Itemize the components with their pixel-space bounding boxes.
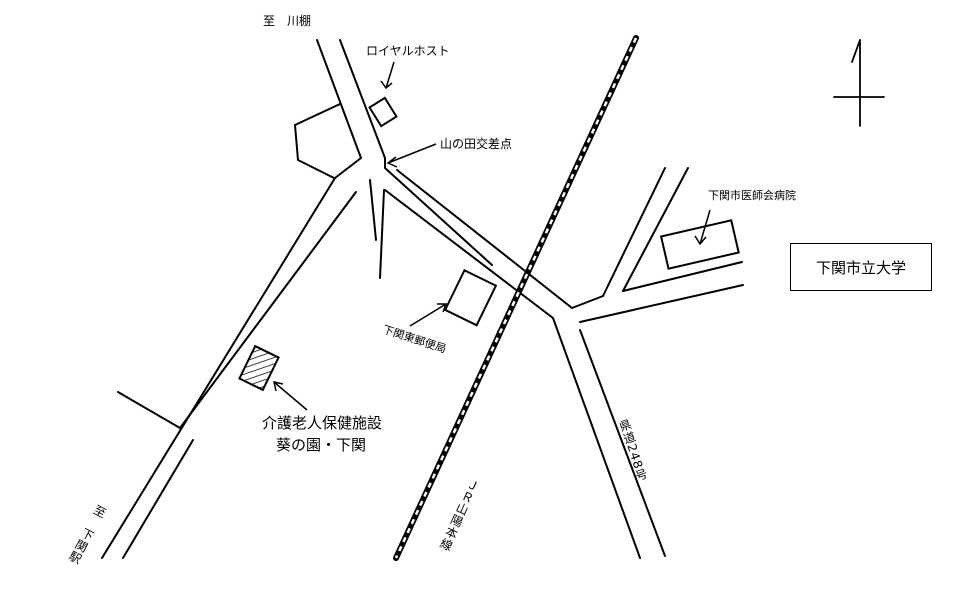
- intersection-arrow: [386, 143, 437, 168]
- royal-host-building: [368, 96, 398, 128]
- label-facility-line1: 介護老人保健施設: [262, 414, 383, 432]
- facility-building: [238, 344, 280, 392]
- main-road: [101, 39, 493, 559]
- university-label-box: 下関市立大学: [790, 243, 932, 291]
- label-medical-hospital: 下関市医師会病院: [708, 189, 796, 202]
- hospital-road: [602, 167, 743, 297]
- royal-host-arrow: [380, 61, 395, 90]
- post-office-arrow: [409, 303, 448, 327]
- facility-arrow: [273, 381, 308, 411]
- hospital-arrow: [694, 209, 711, 246]
- north-arrow-icon: [833, 39, 885, 127]
- post-office-building: [443, 268, 498, 327]
- label-facility-line2: 葵の園・下関: [276, 436, 367, 454]
- label-university: 下関市立大学: [815, 258, 906, 277]
- label-royal-host: ロイヤルホスト: [366, 44, 450, 58]
- southeast-road: [384, 169, 744, 559]
- label-yamanota-intersection: 山の田交差点: [440, 137, 513, 151]
- label-to-kawatana: 至 川棚: [263, 14, 312, 28]
- service-roads: [369, 179, 385, 279]
- side-parcel-left: [294, 103, 341, 179]
